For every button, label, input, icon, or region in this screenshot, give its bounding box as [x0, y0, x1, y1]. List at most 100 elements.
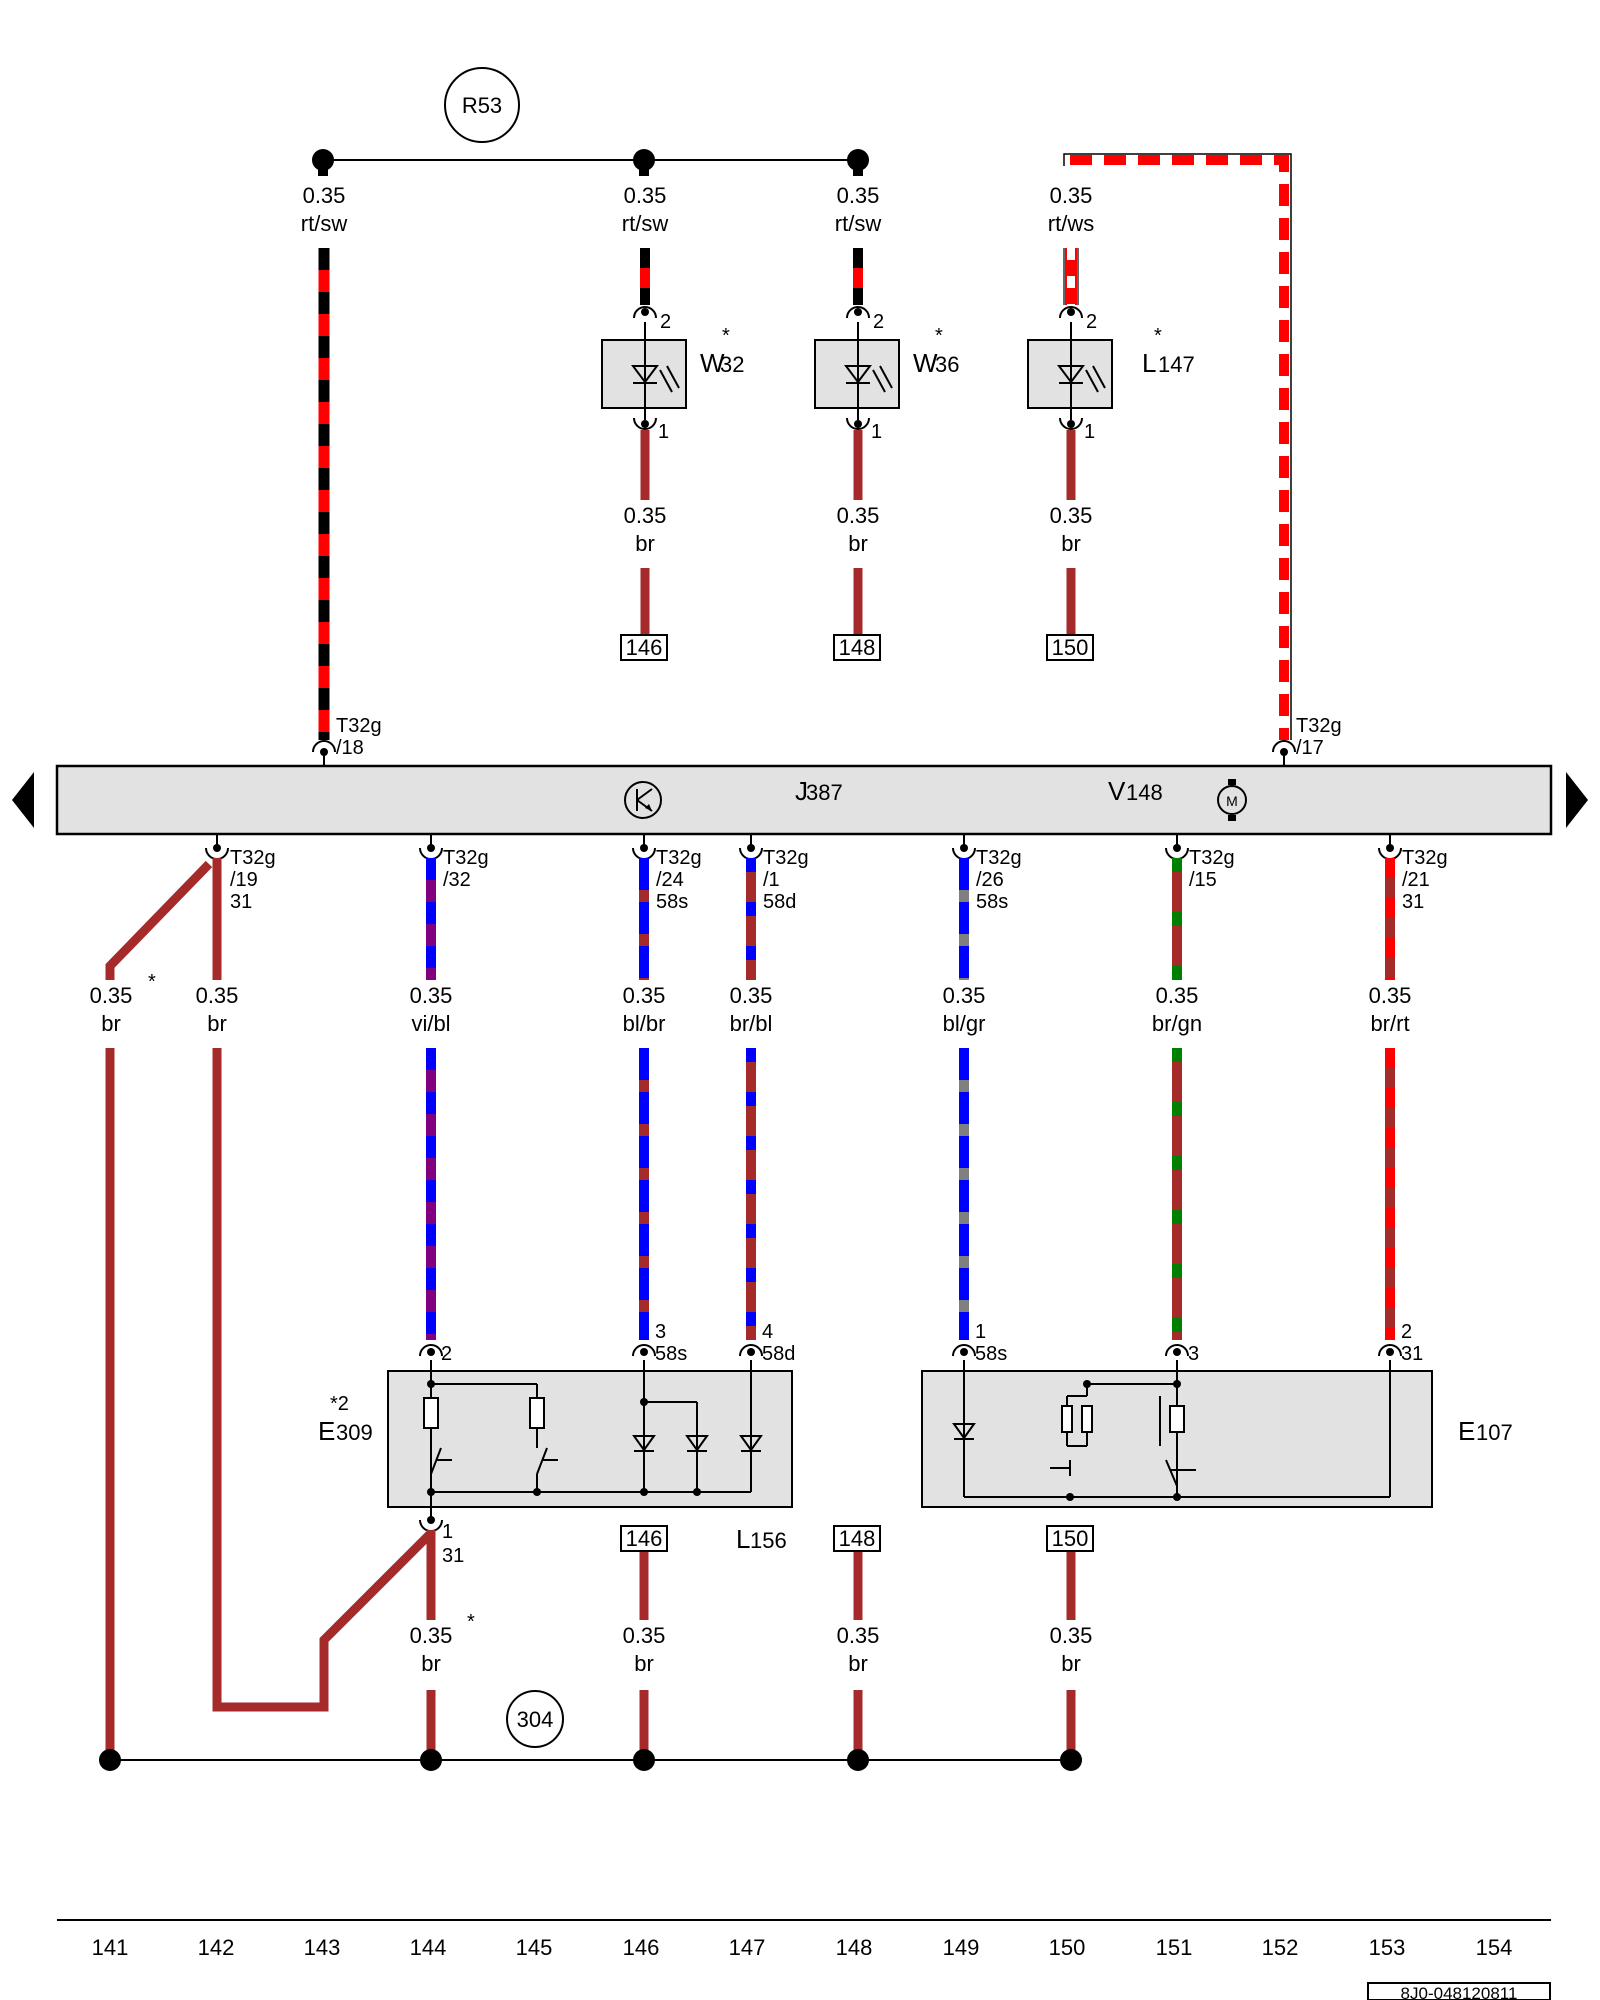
svg-text:58s: 58s: [656, 891, 688, 913]
svg-text:L: L: [1142, 348, 1156, 378]
svg-text:0.35: 0.35: [1050, 183, 1093, 208]
top-splice-1: [312, 149, 334, 176]
column-number: 145: [516, 1935, 553, 1960]
svg-text:E: E: [1458, 1416, 1475, 1446]
svg-text:1: 1: [658, 421, 669, 443]
svg-text:0.35: 0.35: [1050, 503, 1093, 528]
lower-wire-label-1: 0.35 * br: [90, 971, 156, 1036]
svg-text:2: 2: [873, 311, 884, 333]
svg-text:T32g: T32g: [763, 847, 809, 869]
svg-text:0.35: 0.35: [730, 983, 773, 1008]
svg-text:2: 2: [1401, 1321, 1412, 1343]
ref-box-mid-150: 150: [1046, 634, 1094, 661]
connector-t32g-17: T32g /17: [1272, 715, 1342, 766]
lower-wire-label-4: 0.35 bl/br: [623, 983, 666, 1036]
svg-text:147: 147: [1158, 352, 1195, 377]
column-number: 149: [943, 1935, 980, 1960]
svg-text:/32: /32: [443, 869, 471, 891]
ground-splice-5: [1060, 1749, 1082, 1771]
svg-text:*: *: [148, 971, 156, 993]
connector-t32g-24: T32g /24 58s: [632, 834, 702, 913]
switch-e107: 1 58s 3 2 31 E 107: [921, 1321, 1513, 1508]
ref-bottom-label: 304: [517, 1707, 554, 1732]
document-code: 8J0-048120811: [1367, 1982, 1551, 2000]
svg-text:T32g: T32g: [1296, 715, 1342, 737]
component-w32: 2 1 * W 32: [601, 306, 744, 443]
wire-br-diag-upper: [105, 860, 213, 980]
svg-text:0.35: 0.35: [1369, 983, 1412, 1008]
wire-rtws-outline: [1063, 153, 1292, 740]
svg-text:br: br: [1061, 1651, 1081, 1676]
svg-text:*: *: [1154, 325, 1162, 347]
connector-t32g-21: T32g /21 31: [1378, 834, 1448, 913]
svg-text:W: W: [700, 348, 725, 378]
svg-text:0.35: 0.35: [410, 983, 453, 1008]
top-wire-label-2: 0.35 rt/sw: [622, 183, 669, 236]
connector-t32g-1: T32g /1 58d: [739, 834, 809, 913]
transistor-icon: [624, 781, 662, 819]
svg-text:rt/sw: rt/sw: [301, 211, 348, 236]
svg-text:0.35: 0.35: [90, 983, 133, 1008]
svg-text:br: br: [1061, 531, 1081, 556]
ground-splice-1: [99, 1749, 121, 1771]
lower-wire-label-8: 0.35 br/rt: [1369, 983, 1412, 1036]
svg-text:3: 3: [1188, 1343, 1199, 1365]
column-number: 148: [836, 1935, 873, 1960]
svg-text:3: 3: [655, 1321, 666, 1343]
mid-wire-label-2: 0.35 br: [837, 503, 880, 556]
svg-text:/15: /15: [1189, 869, 1217, 891]
connector-t32g-19: T32g /19 31: [205, 834, 276, 913]
svg-text:rt/ws: rt/ws: [1048, 211, 1094, 236]
svg-text:br: br: [634, 1651, 654, 1676]
svg-text:br/rt: br/rt: [1370, 1011, 1409, 1036]
ref-circle-top: [444, 67, 520, 143]
svg-text:T32g: T32g: [656, 847, 702, 869]
top-splice-2: [633, 149, 655, 176]
column-numbers: 141 142 143 144 145 146 147 148 149 150 …: [92, 1935, 1513, 1960]
wire-rtws-path-base: [1070, 153, 1291, 740]
svg-text:br: br: [635, 531, 655, 556]
lower-wire-label-3: 0.35 vi/bl: [410, 983, 453, 1036]
svg-text:0.35: 0.35: [837, 1623, 880, 1648]
svg-text:58s: 58s: [976, 891, 1008, 913]
svg-text:387: 387: [806, 780, 843, 805]
svg-text:bl/br: bl/br: [623, 1011, 666, 1036]
ground-wire-label-4: 0.35 br: [1050, 1623, 1093, 1676]
column-number: 150: [1049, 1935, 1086, 1960]
svg-text:/19: /19: [230, 869, 258, 891]
svg-text:1: 1: [871, 421, 882, 443]
svg-text:148: 148: [839, 635, 876, 660]
svg-text:br: br: [848, 1651, 868, 1676]
svg-text:/18: /18: [336, 737, 364, 759]
svg-text:br: br: [848, 531, 868, 556]
svg-text:vi/bl: vi/bl: [411, 1011, 450, 1036]
svg-text:W: W: [913, 348, 938, 378]
svg-text:0.35: 0.35: [196, 983, 239, 1008]
svg-text:T32g: T32g: [230, 847, 276, 869]
top-splice-3: [847, 149, 869, 176]
arrow-right-icon: [1566, 772, 1588, 828]
module-j387-v148: [55, 764, 1553, 836]
svg-text:32: 32: [720, 352, 744, 377]
ref-box-low-146: 146: [620, 1525, 668, 1552]
svg-text:V: V: [1108, 776, 1126, 806]
svg-text:107: 107: [1476, 1420, 1513, 1445]
svg-text:/1: /1: [763, 869, 780, 891]
component-w36: 2 1 * W 36: [814, 306, 959, 443]
ref-box-low-150: 150: [1046, 1525, 1094, 1552]
ground-wire-label-1: 0.35 * br: [410, 1611, 475, 1676]
connector-t32g-15: T32g /15: [1165, 834, 1235, 891]
svg-text:bl/gr: bl/gr: [943, 1011, 986, 1036]
svg-text:0.35: 0.35: [837, 183, 880, 208]
svg-text:L: L: [736, 1524, 750, 1554]
svg-text:36: 36: [935, 352, 959, 377]
column-number: 144: [410, 1935, 447, 1960]
top-wire-label-3: 0.35 rt/sw: [835, 183, 882, 236]
top-wire-label-1: 0.35 rt/sw: [301, 183, 348, 236]
svg-text:T32g: T32g: [336, 715, 382, 737]
svg-text:148: 148: [1126, 780, 1163, 805]
svg-text:150: 150: [1052, 1526, 1089, 1551]
lower-wire-label-7: 0.35 br/gn: [1152, 983, 1202, 1036]
motor-icon: M: [1217, 779, 1247, 821]
svg-text:31: 31: [1402, 891, 1424, 913]
